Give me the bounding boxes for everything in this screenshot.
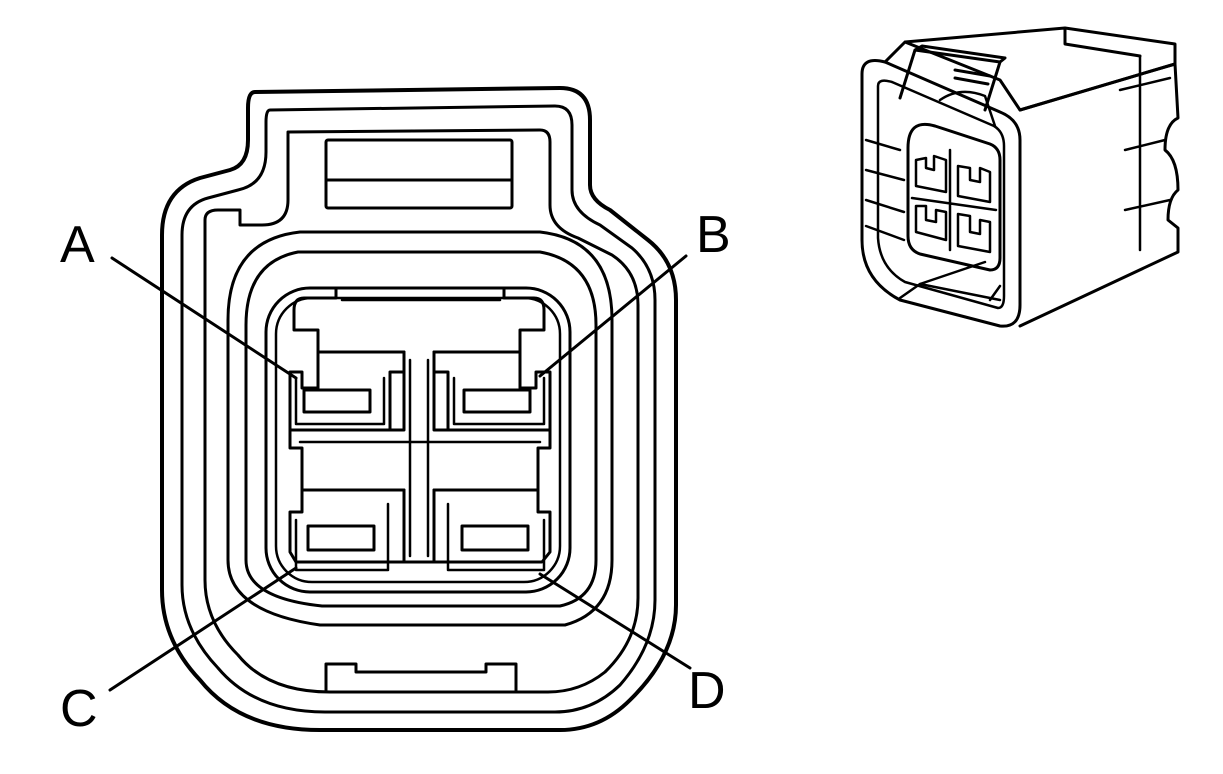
connector-isometric-view: [860, 26, 1180, 328]
leader-b: [538, 254, 688, 378]
iso-terminals: [910, 148, 998, 254]
cavity-frame-outer: [264, 286, 572, 594]
leader-a: [110, 256, 298, 380]
iso-bottom-detail: [918, 260, 1002, 302]
housing-inner-2: [203, 128, 640, 694]
iso-cavity-ring: [938, 90, 997, 128]
label-a: A: [60, 216, 95, 274]
iso-front-inner: [876, 79, 1006, 310]
bottom-rib: [324, 662, 518, 692]
housing-outer: [160, 86, 678, 732]
iso-front-ribs: [864, 138, 1002, 302]
cavity-frame-inner: [274, 296, 562, 584]
label-d: D: [688, 662, 726, 720]
label-b: B: [696, 206, 731, 264]
iso-latch: [898, 44, 1007, 112]
iso-side: [1018, 62, 1180, 328]
connector-face-view: [160, 86, 678, 732]
seal-ring-inner: [244, 250, 598, 608]
label-c: C: [60, 680, 98, 738]
leader-c: [108, 566, 298, 692]
callout-lines: [108, 254, 692, 692]
terminal-a: [288, 350, 406, 432]
housing-inner-1: [180, 104, 657, 714]
terminal-d: [432, 488, 552, 572]
iso-front-outer: [860, 59, 1022, 328]
terminal-cross-inner: [298, 298, 542, 558]
latch-slot: [324, 138, 514, 210]
iso-side-ribs: [1118, 54, 1172, 252]
seal-ring-outer: [226, 230, 614, 627]
leader-d: [538, 572, 692, 670]
terminal-c: [288, 488, 406, 572]
terminal-b: [432, 350, 552, 432]
iso-cavity: [906, 122, 1002, 272]
